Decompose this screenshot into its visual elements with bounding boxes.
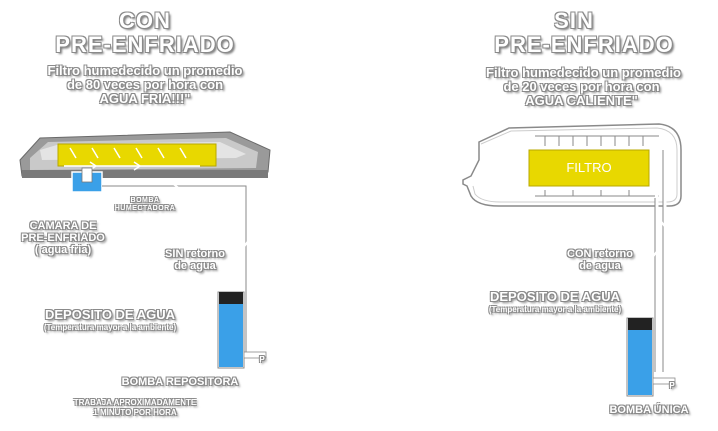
right-title-line2: PRE-ENFRIADO <box>494 32 674 57</box>
left-description-line1: Filtro humedecido un promedio <box>47 63 243 78</box>
right-filter-label: FILTRO <box>566 160 611 175</box>
left-pipe-marker: P <box>259 355 265 364</box>
right-pipe-marker: P <box>669 381 675 390</box>
left-tank-label: DEPOSITO DE AGUA <box>44 307 176 322</box>
right-description-line2: de 20 veces por hora con <box>503 79 660 94</box>
left-note-line2: 1 MINUTO POR HORA <box>93 408 177 417</box>
left-pump2-label: BOMBA REPOSITORA <box>121 376 239 388</box>
left-title-line1: CON <box>119 8 171 33</box>
right-drip-arrows <box>535 135 659 197</box>
left-chamber-label-line1: CAMARA DE <box>29 220 97 232</box>
drip-arrows <box>64 147 200 171</box>
left-chamber-label-line2: PRE-ENFRIADO <box>21 232 105 244</box>
left-filter <box>57 143 217 167</box>
right-tank-label: DEPOSITO DE AGUA <box>489 289 621 304</box>
left-water-tank <box>217 291 245 369</box>
left-tank-sublabel: (Temperatura mayor a la ambiente) <box>43 323 177 332</box>
right-description-line3: AGUA CALIENTE" <box>525 93 638 108</box>
right-panel-without-precooling: FILTRO SIN PRE-ENFRIADO Filtro humedecid… <box>359 0 718 431</box>
right-pipes <box>655 148 667 372</box>
right-return-label-line2: de agua <box>579 260 621 272</box>
right-pump-label: BOMBA ÚNICA <box>609 404 689 416</box>
left-chamber-label-line3: ( agua fria) <box>34 244 92 256</box>
left-diagram <box>19 131 271 369</box>
left-return-label-line2: de agua <box>174 260 216 272</box>
left-pump-label-line2: HUMECTADORA <box>114 205 176 212</box>
left-pump-label-line1: BOMBA <box>130 197 160 204</box>
left-note-line1: TRABAJA APROXIMADAMENTE <box>73 398 197 407</box>
left-description-line3: AGUA FRIA!!!" <box>99 91 191 106</box>
right-filter <box>528 149 650 187</box>
left-return-label-line1: SIN retorno <box>165 248 225 260</box>
right-water-tank <box>626 317 654 397</box>
right-diagram: FILTRO <box>462 123 682 397</box>
left-panel-with-precooling: CON PRE-ENFRIADO Filtro humedecido un pr… <box>19 8 271 417</box>
right-tank-sublabel: (Temperatura mayor a la ambiente) <box>488 305 622 314</box>
right-description-line1: Filtro humedecido un promedio <box>486 65 681 80</box>
left-description-line2: de 80 veces por hora con <box>66 77 224 92</box>
left-title-line2: PRE-ENFRIADO <box>55 32 235 57</box>
right-title-line1: SIN <box>554 8 594 33</box>
right-return-label-line1: CON retorno <box>567 248 633 260</box>
